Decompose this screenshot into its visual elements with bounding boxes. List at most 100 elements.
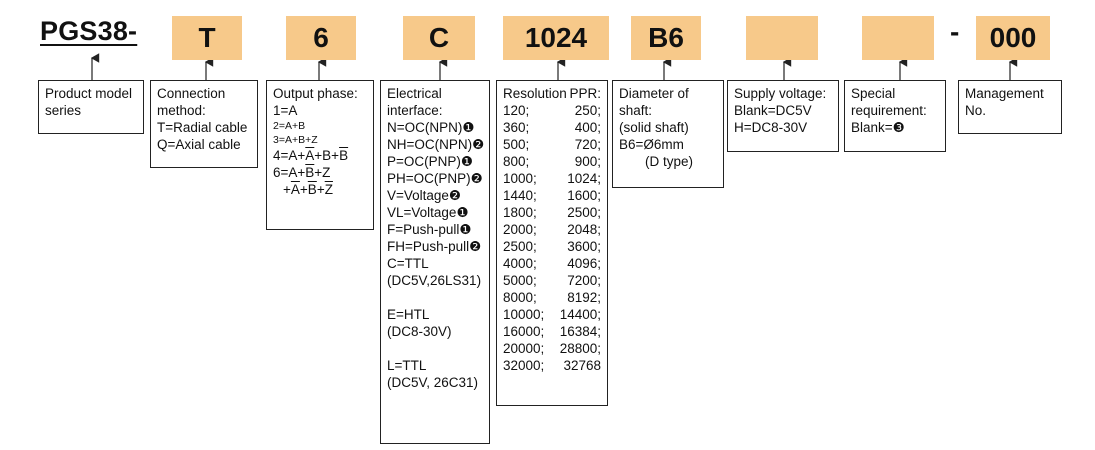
box-line: (solid shaft) — [619, 120, 689, 135]
resolution-row: 16000; 16384; — [503, 323, 601, 340]
resolution-row: 10000; 14400; — [503, 306, 601, 323]
code-segment-management: 000 — [976, 16, 1050, 60]
interface-line: (DC5V, 26C31) — [387, 375, 479, 390]
resolution-value-left: 5000; — [503, 273, 537, 288]
box-line: T=Radial cable — [157, 120, 248, 135]
box-line: Management — [965, 86, 1044, 101]
code-segment-shaft: B6 — [631, 16, 701, 60]
resolution-value-left: 2500; — [503, 239, 537, 254]
interface-line: interface: — [387, 103, 443, 118]
resolution-value-right: 2500; — [567, 205, 601, 220]
resolution-header: Resolution PPR: — [503, 85, 601, 102]
box-line: No. — [965, 103, 987, 118]
box-line: B6=Ø6mm — [619, 137, 684, 152]
box-special-requirement: Special requirement: Blank=❸ — [844, 80, 946, 152]
interface-line — [387, 340, 483, 357]
resolution-value-right: 1024; — [567, 171, 601, 186]
resolution-row: 4000;4096; — [503, 255, 601, 272]
resolution-value-right: 16384; — [559, 324, 601, 339]
box-line: Blank=DC5V — [734, 103, 812, 118]
resolution-value-left: 800; — [503, 154, 530, 169]
resolution-value-left: 32000; — [503, 358, 545, 373]
model-series-code: PGS38- — [40, 16, 138, 46]
resolution-value-left: 2000; — [503, 222, 537, 237]
box-output-phase: Output phase: 1=A 2=A+B 3=A+B+Z 4=A+A+B+… — [266, 80, 374, 230]
box-supply-voltage: Supply voltage: Blank=DC5V H=DC8-30V — [727, 80, 839, 152]
interface-line: F=Push-pull❶ — [387, 222, 472, 237]
interface-line: (DC5V,26LS31) — [387, 273, 482, 288]
interface-line: VL=Voltage❶ — [387, 205, 469, 220]
code-segment-connection: T — [172, 16, 242, 60]
box-line: 2=A+B — [273, 120, 306, 132]
resolution-value-left: 1800; — [503, 205, 537, 220]
resolution-value-right: 14400; — [559, 307, 601, 322]
resolution-header-right: PPR: — [569, 86, 601, 101]
box-line: Q=Axial cable — [157, 137, 241, 152]
box-line: Product model — [45, 86, 133, 101]
box-line: +A+B+Z — [273, 181, 367, 198]
text-part: 4=A+ — [273, 148, 306, 163]
resolution-value-right: 4096; — [567, 256, 601, 271]
box-line: method: — [157, 103, 206, 118]
text-part: +B+ — [314, 148, 340, 163]
box-line: series — [45, 103, 82, 118]
resolution-row: 8000; 8192; — [503, 289, 601, 306]
text-part: + — [316, 182, 325, 197]
resolution-value-left: 16000; — [503, 324, 545, 339]
box-resolution: Resolution PPR: 120;250;360;400;500;720;… — [496, 80, 608, 406]
box-line: 4=A+A+B+B — [273, 147, 367, 164]
text-part-overline: B — [305, 165, 315, 180]
text-part: +Z — [314, 165, 331, 180]
box-line: shaft: — [619, 103, 653, 118]
resolution-value-left: 360; — [503, 120, 530, 135]
code-segment-interface: C — [403, 16, 475, 60]
resolution-row: 360; 400; — [503, 119, 601, 136]
resolution-value-right: 2048; — [567, 222, 601, 237]
resolution-value-right: 900; — [574, 154, 601, 169]
code-segment-supply — [746, 16, 818, 60]
resolution-value-left: 20000; — [503, 341, 545, 356]
interface-line: P=OC(PNP)❶ — [387, 154, 473, 169]
text-part-overline: B — [307, 182, 317, 197]
resolution-value-right: 720; — [574, 137, 601, 152]
resolution-value-left: 10000; — [503, 307, 545, 322]
box-line: Output phase: — [273, 86, 358, 101]
resolution-value-left: 120; — [503, 103, 530, 118]
interface-line: (DC8-30V) — [387, 324, 452, 339]
resolution-row: 2000; 2048; — [503, 221, 601, 238]
resolution-row: 1800; 2500; — [503, 204, 601, 221]
interface-line: FH=Push-pull❷ — [387, 239, 482, 254]
code-segment-output: 6 — [286, 16, 356, 60]
interface-line: V=Voltage❷ — [387, 188, 462, 203]
box-line: 6=A+B+Z — [273, 164, 367, 181]
box-shaft-diameter: Diameter of shaft: (solid shaft) B6=Ø6mm… — [612, 80, 724, 188]
box-line: Blank=❸ — [851, 120, 905, 135]
resolution-value-left: 1440; — [503, 188, 537, 203]
resolution-row: 32000;32768 — [503, 357, 601, 374]
box-line: Connection — [157, 86, 226, 101]
resolution-row: 1000; 1024; — [503, 170, 601, 187]
resolution-row: 1440;1600; — [503, 187, 601, 204]
resolution-row: 20000; 28800; — [503, 340, 601, 357]
resolution-value-right: 3600; — [567, 239, 601, 254]
resolution-value-right: 400; — [574, 120, 601, 135]
box-line: Special — [851, 86, 896, 101]
resolution-value-right: 28800; — [559, 341, 601, 356]
resolution-value-left: 8000; — [503, 290, 537, 305]
resolution-value-right: 7200; — [567, 273, 601, 288]
box-line: (D type) — [645, 154, 694, 169]
resolution-value-right: 8192; — [567, 290, 601, 305]
resolution-row: 800; 900; — [503, 153, 601, 170]
code-separator: - — [950, 16, 960, 47]
resolution-value-left: 1000; — [503, 171, 537, 186]
text-part-overline: Z — [324, 182, 333, 197]
box-management-no: Management No. — [958, 80, 1062, 134]
text-part: + — [299, 182, 308, 197]
text-part: + — [283, 182, 291, 197]
box-line: 3=A+B+Z — [273, 134, 318, 146]
code-segment-special — [862, 16, 934, 60]
resolution-row: 2500; 3600; — [503, 238, 601, 255]
interface-line: E=HTL — [387, 307, 430, 322]
